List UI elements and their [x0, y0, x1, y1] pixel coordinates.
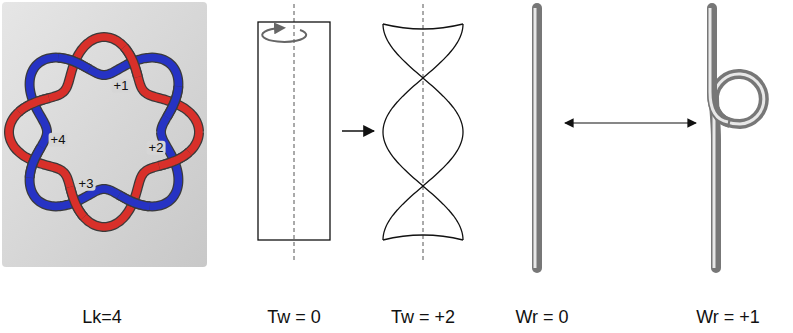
crossing-over-outline	[70, 187, 84, 217]
callout-number: +1	[112, 79, 131, 93]
red-strand-outline	[9, 37, 199, 227]
ribbon-edge	[383, 24, 463, 240]
crossing-over	[19, 98, 49, 112]
double-arrow	[565, 122, 696, 123]
callout-number: +2	[147, 141, 166, 155]
blue-strand	[30, 58, 179, 207]
crossing-over-outline	[124, 47, 138, 77]
linking-number-label: Lk=4	[82, 308, 122, 328]
crossing-over	[167, 86, 178, 117]
writhe-label: Wr = +1	[696, 308, 760, 328]
rotation-arrow	[262, 28, 306, 42]
crossing-over	[119, 195, 150, 206]
crossing-over	[30, 147, 41, 178]
twisted-ribbon	[383, 24, 463, 240]
twist-label: Tw = +2	[391, 308, 455, 328]
tube-highlight	[710, 8, 764, 268]
linked-rings	[9, 37, 199, 227]
panel-background	[2, 2, 207, 267]
straight-tube	[532, 8, 542, 268]
crossing-over-outline	[30, 147, 41, 178]
callout-number: +4	[49, 133, 68, 147]
crossing-over-outline	[19, 98, 49, 112]
ribbon-end	[383, 24, 463, 29]
writhe-label: Wr = 0	[515, 308, 568, 328]
blue-strand-outline	[30, 58, 179, 207]
looped-tube	[712, 8, 764, 268]
tube-highlight	[710, 60, 728, 122]
crossing-over-outline	[167, 86, 178, 117]
ribbon-edge	[383, 24, 463, 240]
crossing-over	[58, 58, 89, 69]
axis-line	[423, 4, 424, 262]
cylinder	[258, 22, 330, 240]
axis-line	[294, 4, 295, 262]
crossing-over-outline	[58, 58, 89, 69]
transform-arrow	[342, 130, 374, 132]
callout-number: +3	[77, 177, 96, 191]
crossing-over-outline	[119, 195, 150, 206]
crossing-over	[70, 187, 84, 217]
tube-highlight	[534, 8, 537, 268]
ribbon-end	[383, 235, 463, 240]
twist-label: Tw = 0	[267, 308, 321, 328]
crossing-over	[124, 47, 138, 77]
red-strand	[9, 37, 199, 227]
